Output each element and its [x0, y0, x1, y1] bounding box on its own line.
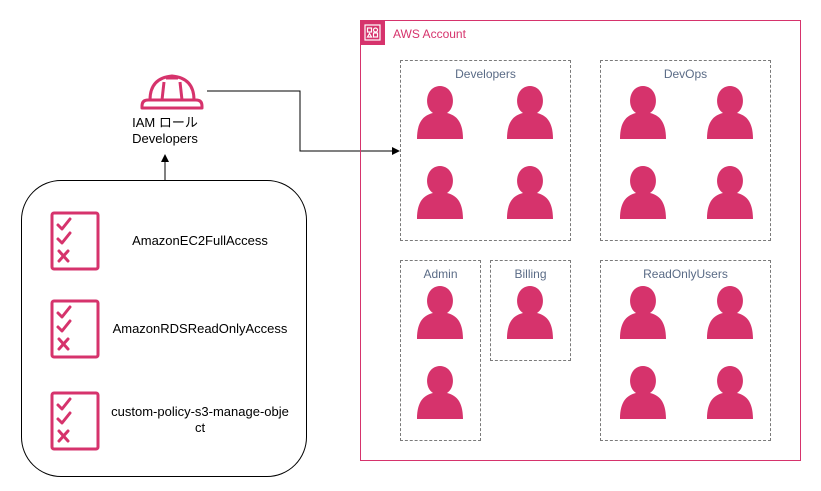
role-to-developers-connector — [207, 90, 393, 152]
user-icon — [507, 86, 553, 139]
group-developers[interactable] — [400, 60, 571, 241]
group-admin[interactable] — [400, 260, 481, 441]
checklist-icon — [50, 391, 100, 451]
policy-name: AmazonRDSReadOnlyAccess — [112, 321, 288, 336]
user-icon — [620, 286, 666, 339]
user-icon — [620, 366, 666, 419]
group-readonly[interactable] — [600, 260, 771, 441]
user-icon — [507, 166, 553, 219]
aws-account-title: AWS Account — [393, 27, 466, 41]
policy-container — [21, 180, 307, 477]
iam-role-label-line2: Developers — [132, 131, 198, 146]
checklist-icon — [50, 211, 100, 271]
user-icon — [707, 166, 753, 219]
group-devops[interactable] — [600, 60, 771, 241]
group-billing-label: Billing — [514, 267, 547, 281]
policy-name: custom-policy-s3-manage-object — [111, 404, 289, 435]
iam-role-label-line1: IAM ロール — [132, 115, 198, 130]
user-icon — [417, 286, 463, 339]
user-icon — [707, 86, 753, 139]
checklist-icon — [50, 299, 100, 359]
user-icon — [417, 366, 463, 419]
aws-account-container — [360, 20, 801, 461]
policy-to-role-arrowhead — [161, 154, 169, 162]
group-billing[interactable] — [490, 260, 571, 361]
group-devops-label: DevOps — [663, 67, 708, 81]
hardhat-icon — [140, 74, 204, 110]
aws-account-icon — [360, 20, 385, 45]
user-icon — [507, 286, 553, 339]
user-icon — [707, 286, 753, 339]
user-icon — [417, 166, 463, 219]
user-icon — [620, 86, 666, 139]
policy-name: AmazonEC2FullAccess — [132, 233, 268, 248]
role-to-developers-arrowhead — [392, 147, 400, 155]
group-developers-label: Developers — [455, 67, 516, 81]
group-admin-label: Admin — [423, 267, 458, 281]
group-readonly-label: ReadOnlyUsers — [643, 267, 728, 281]
user-icon — [707, 366, 753, 419]
user-icon — [417, 86, 463, 139]
user-icon — [620, 166, 666, 219]
